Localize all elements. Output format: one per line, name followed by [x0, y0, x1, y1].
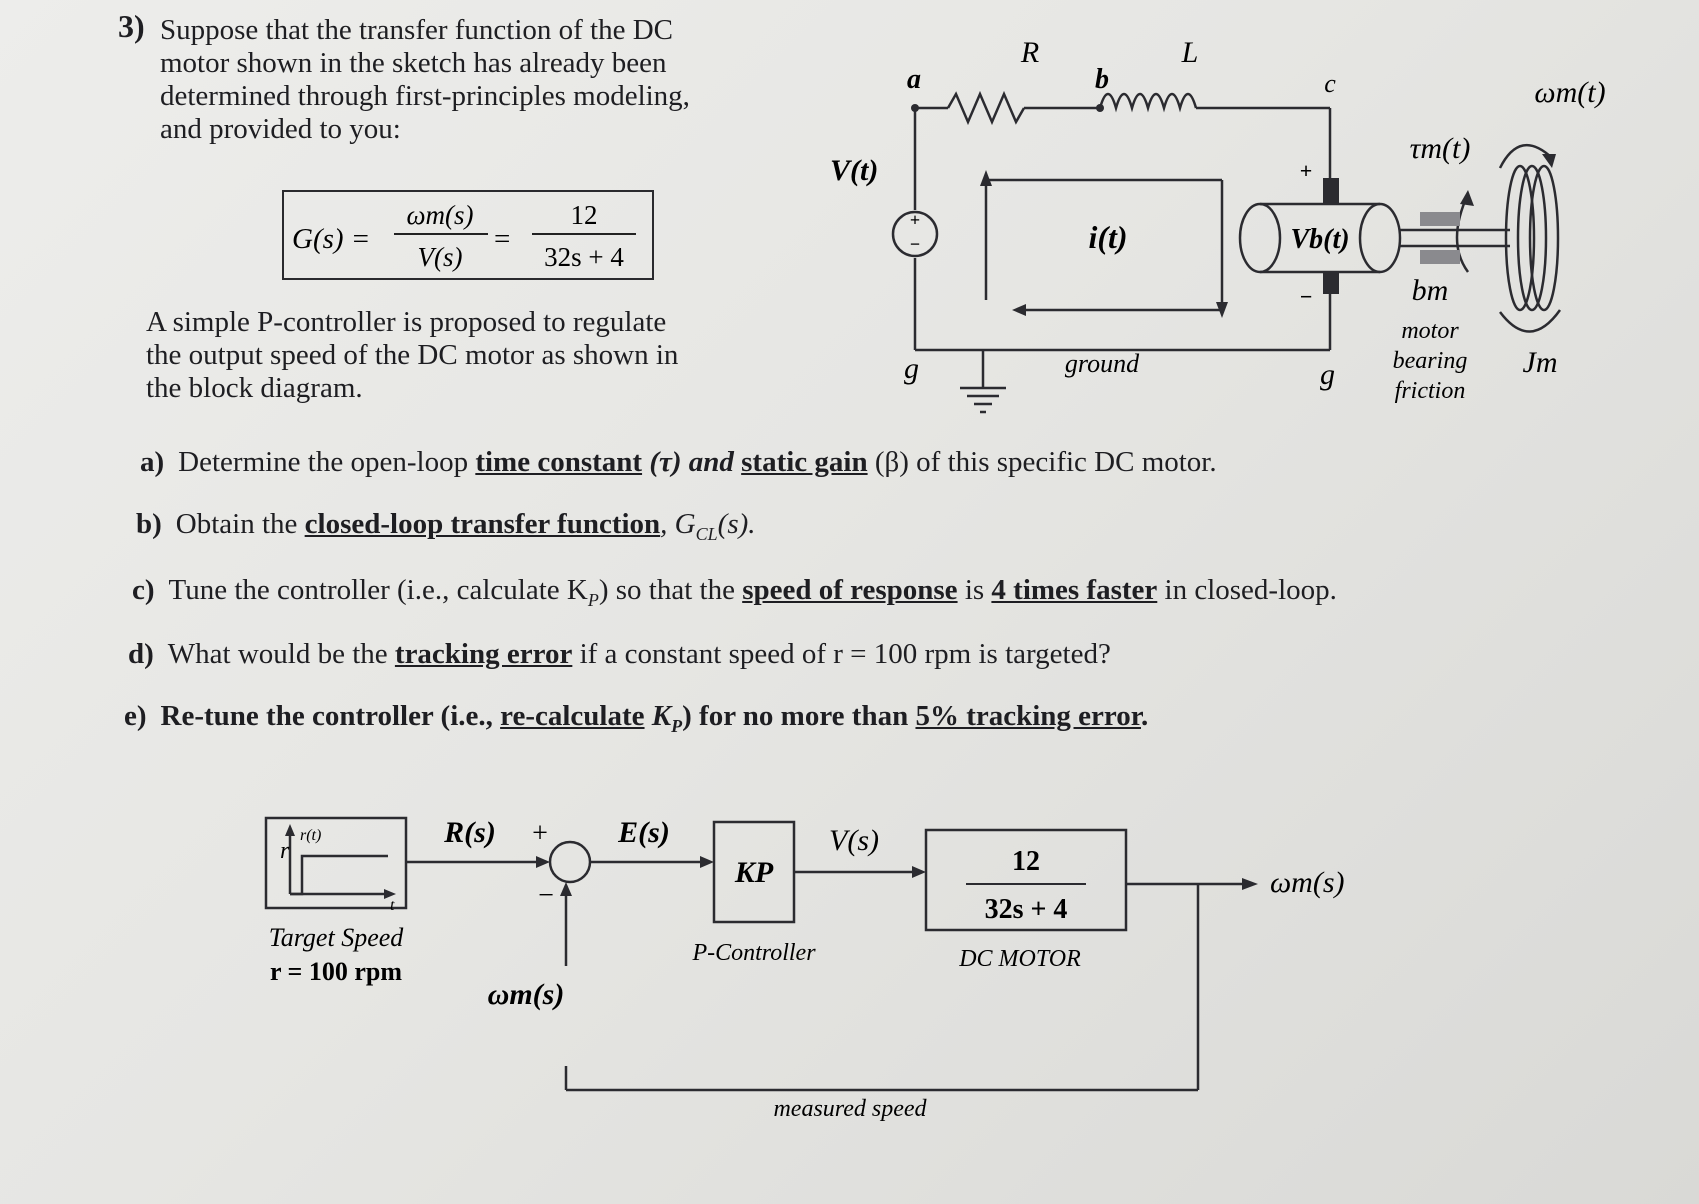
intro-line: motor shown in the sketch has already be…: [160, 47, 667, 79]
tf-eq: =: [494, 223, 510, 255]
para2-line: the output speed of the DC motor as show…: [146, 339, 679, 371]
label-Vt: V(t): [830, 154, 878, 187]
question-b: b)Obtain the closed-loop transfer functi…: [136, 508, 756, 544]
label-it: i(t): [1088, 219, 1127, 255]
motor-plus: +: [1300, 158, 1313, 183]
para2-line: the block diagram.: [146, 372, 363, 404]
motor-minus: −: [1300, 284, 1313, 309]
sum-plus: +: [532, 818, 548, 849]
label-R: R: [1020, 36, 1039, 69]
inset-t: t: [390, 897, 395, 914]
label-bm: bm: [1412, 274, 1449, 307]
label-omega: ωm(t): [1534, 76, 1605, 109]
problem-para2: A simple P-controller is proposed to reg…: [146, 306, 784, 405]
plant-num: 12: [1012, 846, 1040, 877]
transfer-function-equation: G(s) = ωm(s) V(s) = 12 32s + 4: [292, 200, 636, 272]
tf-frac2-num: 12: [571, 200, 598, 230]
label-Vs: V(s): [829, 824, 879, 857]
transfer-function-box: G(s) = ωm(s) V(s) = 12 32s + 4: [282, 190, 654, 280]
label-g-right: g: [1320, 358, 1335, 391]
label-Kp: KP: [734, 856, 774, 889]
label-a: a: [907, 64, 921, 95]
label-g-left: g: [904, 352, 919, 385]
intro-line: Suppose that the transfer function of th…: [160, 14, 674, 46]
sum-minus: −: [538, 880, 554, 911]
label-c: c: [1324, 69, 1336, 98]
label-friction: friction: [1395, 378, 1466, 404]
inset-r: r: [280, 838, 290, 864]
question-a: a)Determine the open-loop time constant …: [140, 446, 1217, 478]
label-output: ωm(s): [1270, 866, 1345, 899]
label-target-value: r = 100 rpm: [270, 957, 402, 986]
label-Es: E(s): [617, 816, 670, 849]
intro-line: and provided to you:: [160, 113, 401, 145]
tf-frac1-den: V(s): [418, 242, 463, 272]
label-Jm: Jm: [1523, 346, 1558, 379]
question-d: d)What would be the tracking error if a …: [128, 638, 1111, 670]
label-L: L: [1181, 36, 1199, 69]
tf-frac1-num: ωm(s): [406, 200, 473, 230]
source-minus: −: [910, 234, 920, 254]
source-plus: +: [910, 210, 920, 230]
label-Rs: R(s): [443, 816, 496, 849]
label-bearing: bearing: [1393, 348, 1468, 374]
plant-den: 32s + 4: [985, 894, 1068, 925]
label-tau: τm(t): [1410, 132, 1471, 165]
para2-line: A simple P-controller is proposed to reg…: [146, 306, 667, 338]
label-measured-speed: measured speed: [773, 1096, 927, 1122]
label-feedback: ωm(s): [488, 978, 565, 1011]
label-dc-motor: DC MOTOR: [958, 946, 1081, 972]
tf-lhs: G(s) =: [292, 223, 370, 255]
inset-rt: r(t): [300, 827, 321, 844]
label-motor: motor: [1401, 318, 1459, 344]
problem-number: 3): [118, 8, 145, 44]
block-diagram: r r(t) t Target Speed r = 100 rpm R(s) +…: [264, 816, 1345, 1122]
intro-line: determined through first-principles mode…: [160, 80, 690, 112]
label-Vb: Vb(t): [1290, 224, 1349, 255]
label-b: b: [1095, 64, 1109, 95]
label-p-controller: P-Controller: [691, 940, 816, 966]
question-c: c)Tune the controller (i.e., calculate K…: [132, 574, 1337, 610]
dc-motor-circuit: R L a b c V(t) + − i(t) Vb(t) + − g g gr…: [830, 36, 1606, 414]
tf-frac2-den: 32s + 4: [544, 242, 624, 272]
label-target-speed: Target Speed: [269, 923, 405, 952]
label-ground: ground: [1065, 349, 1140, 378]
question-e: e)Re-tune the controller (i.e., re-calcu…: [124, 700, 1149, 736]
problem-intro: Suppose that the transfer function of th…: [160, 14, 800, 146]
